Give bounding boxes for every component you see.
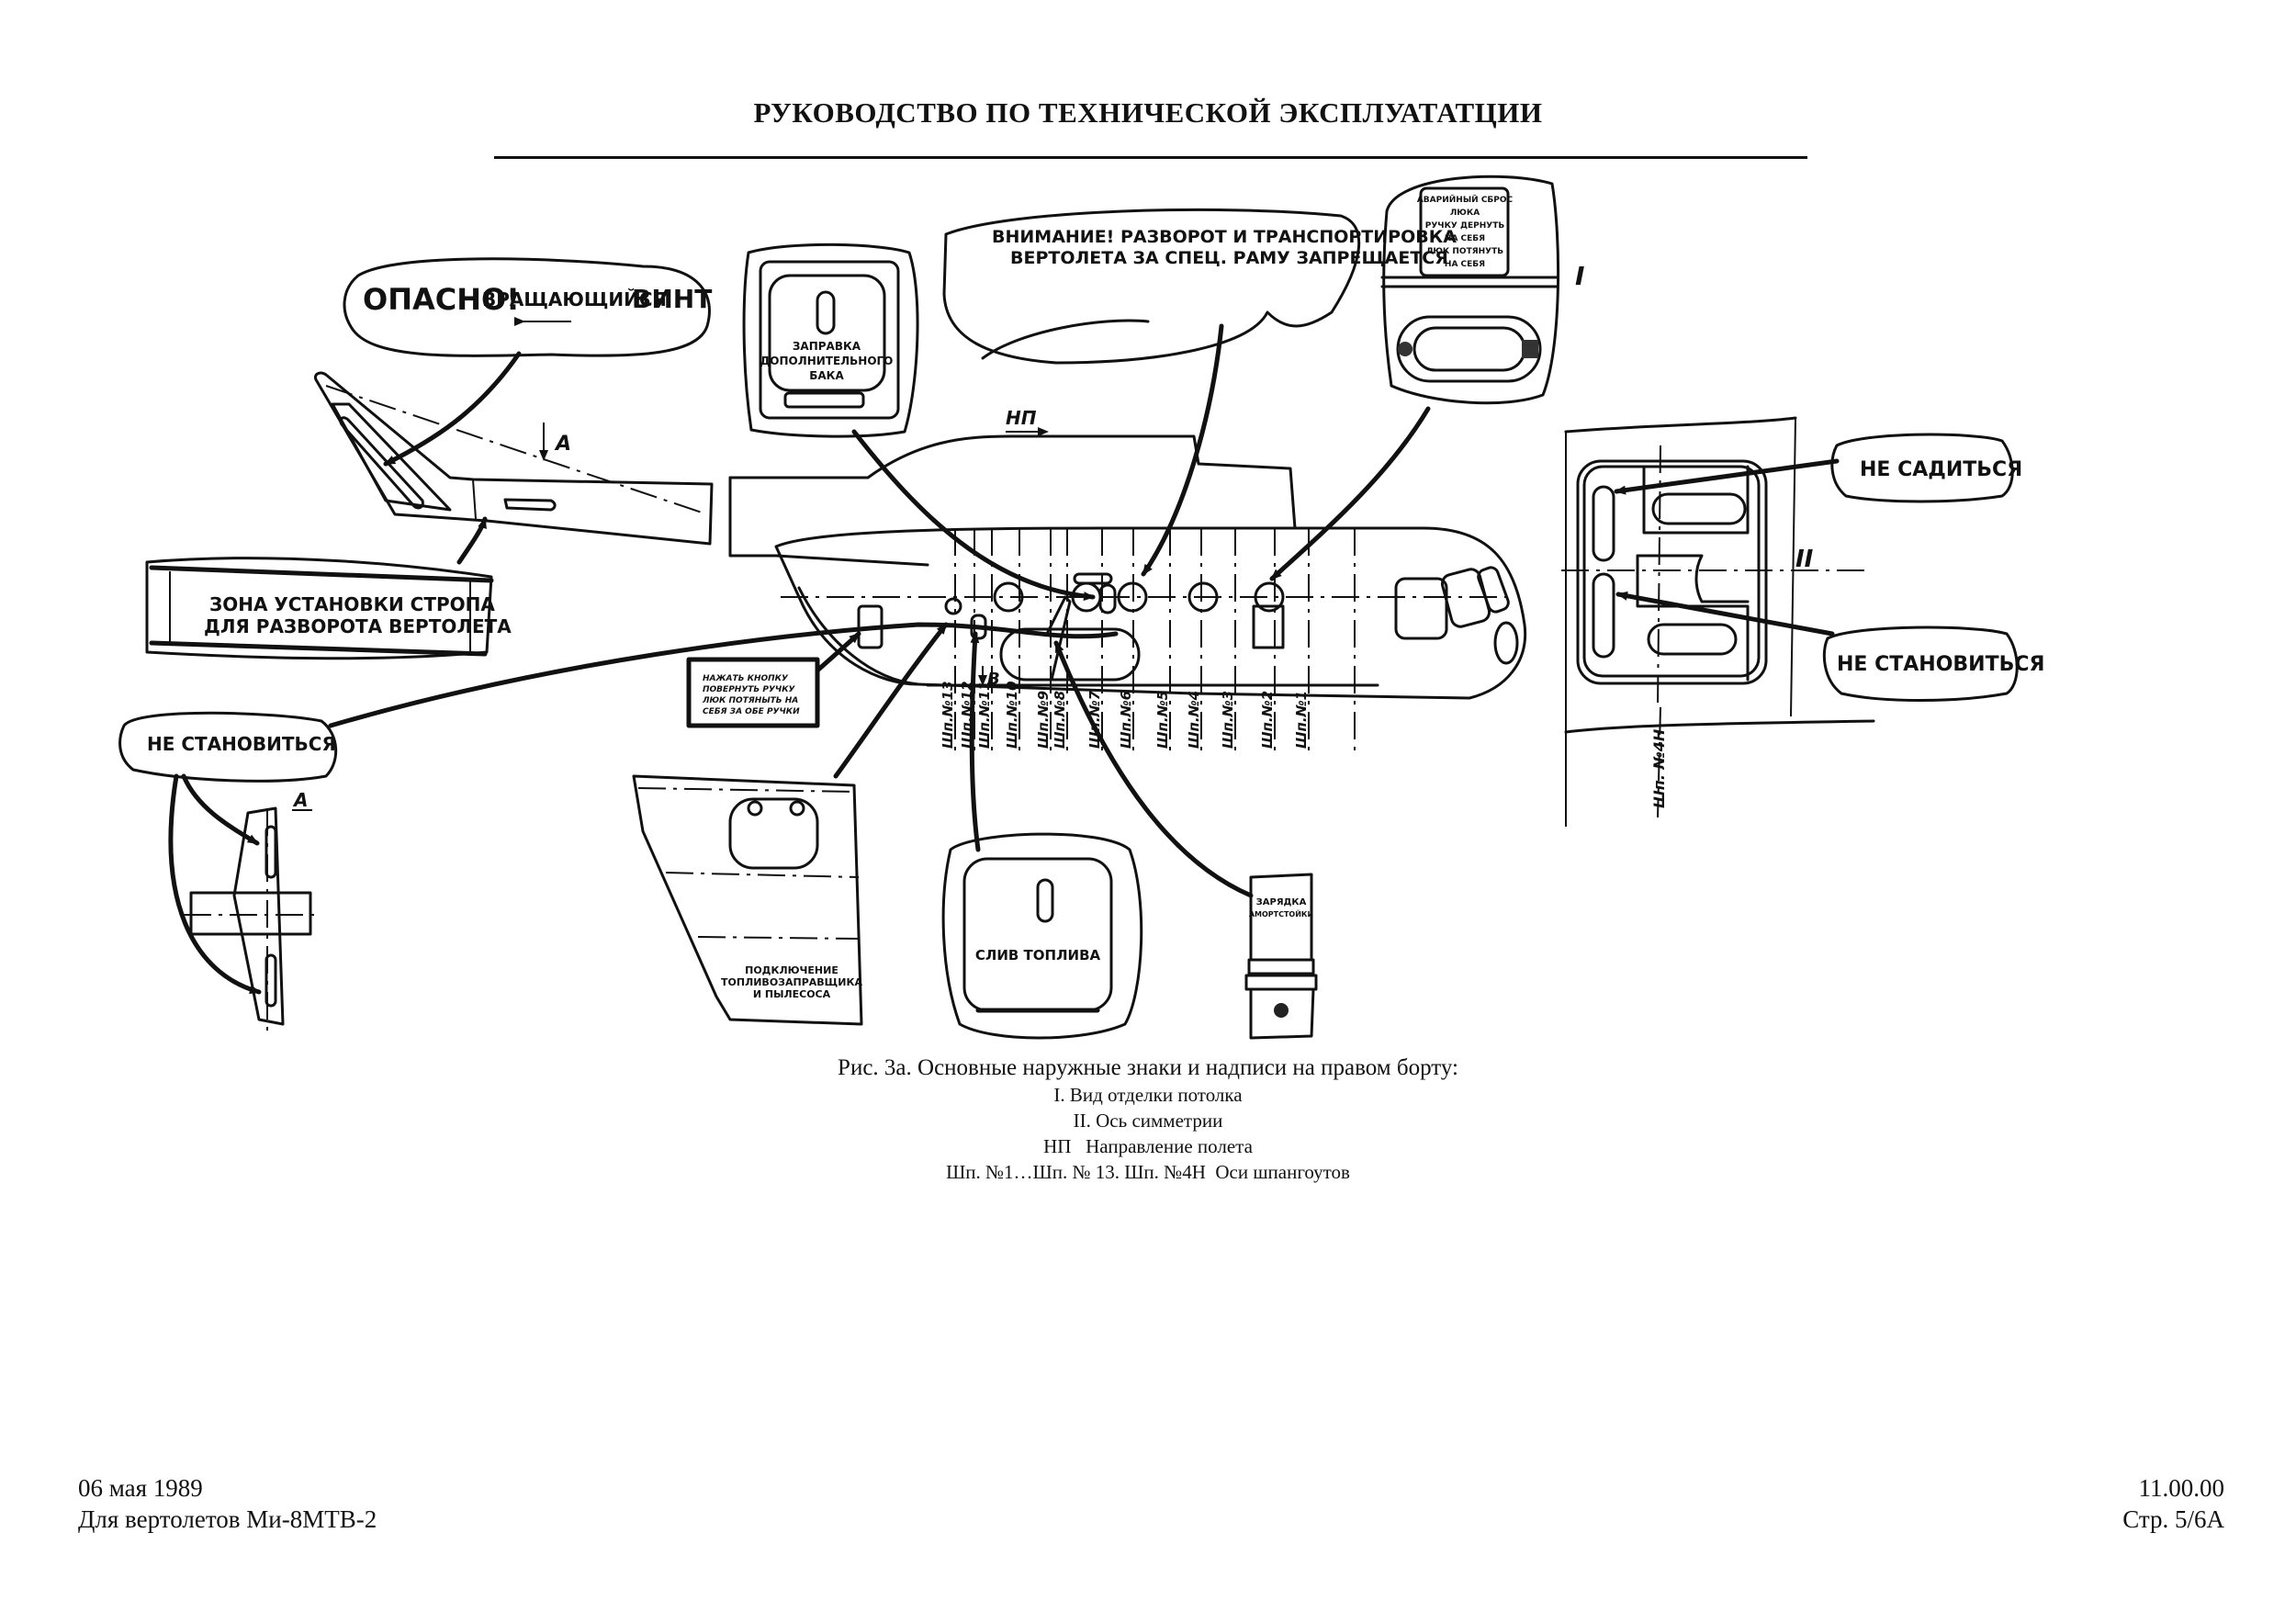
frame-label: Шп.№13 [940,681,956,749]
caption-line: I. Вид отделки потолка [1053,1084,1243,1106]
warning-line-2: ВЕРТОЛЕТА ЗА СПЕЦ. РАМУ ЗАПРЕЩАЕТСЯ [1010,248,1448,268]
frame-label: Шп.№8 [1052,691,1068,749]
leader-line [383,351,522,467]
view-a-arrow-label: A [554,433,571,456]
document-title: РУКОВОДСТВО ПО ТЕХНИЧЕСКОЙ ЭКСПЛУАТАТЦИИ [753,96,1543,129]
view-a-label: A [292,789,308,811]
sling-zone-placard: ЗОНА УСТАНОВКИ СТРОПА ДЛЯ РАЗВОРОТА ВЕРТ… [145,516,512,660]
flight-direction-marker: НП [1006,407,1049,436]
door-line-3: ЛЮК ПОТЯНЫТЬ НА [702,696,798,705]
view-b-label: B [987,670,1000,689]
sling-line-2: ДЛЯ РАЗВОРОТА ВЕРТОЛЕТА [204,615,512,637]
shock-strut-placard: ЗАРЯДКА АМОРТСТОЙКИ [1053,640,1318,1040]
frame-label: Шп.№3 [1220,691,1236,749]
frame-label: Шп.№6 [1118,691,1134,749]
fuel-connect-line-2: ТОПЛИВОЗАПРАВЩИКА [721,976,862,988]
door-line-1: НАЖАТЬ КНОПКУ [703,674,789,683]
no-step-right-placard: НЕ СТАНОВИТЬСЯ [1615,591,2044,702]
rotor-word: ВИНТ [632,284,712,314]
no-sit-label: НЕ САДИТЬСЯ [1860,458,2022,481]
leader-line [1053,640,1254,898]
danger-rotor-placard: ОПАСНО! ВРАЩАЮЩИЙСЯ ВИНТ [343,257,712,467]
latch-icon [1522,340,1538,358]
fuel-connection-placard: ПОДКЛЮЧЕНИЕ ТОПЛИВОЗАПРАВЩИКА И ПЫЛЕСОСА [632,622,949,1026]
door-line-4: СЕБЯ ЗА ОБЕ РУЧКИ [703,707,800,716]
frame-label: Шп.№9 [1035,691,1052,749]
sling-line-1: ЗОНА УСТАНОВКИ СТРОПА [209,593,495,615]
ceiling-panel-drawing: II Шп. №4Н [1561,416,1875,827]
no-sit-placard: НЕ САДИТЬСЯ [1614,433,2022,503]
caption-line: Шп. №1…Шп. № 13. Шп. №4Н Оси шпангоутов [946,1161,1350,1183]
fuel-drain-placard: СЛИВ ТОПЛИВА [941,631,1143,1040]
footer-right: 11.00.00 Стр. 5/6А [2122,1472,2224,1535]
roman-1-label: I [1575,261,1584,291]
hatch-line-1: АВАРИЙНЫЙ СБРОС [1417,194,1514,205]
footer-page: Стр. 5/6А [2122,1505,2224,1533]
aux-tank-line-2: ДОПОЛНИТЕЛЬНОГО [760,355,894,367]
hatch-line-3: РУЧКУ ДЕРНУТЬ [1425,221,1505,231]
leader-line [815,631,861,673]
warning-line-1: ВНИМАНИЕ! РАЗВОРОТ И ТРАНСПОРТИРОВКА [992,227,1457,247]
rotating-word: ВРАЩАЮЩИЙСЯ [482,288,667,310]
leader-line [969,631,981,852]
door-instruction-placard: НАЖАТЬ КНОПКУ ПОВЕРНУТЬ РУЧКУ ЛЮК ПОТЯНЫ… [686,631,861,728]
footer-model: Для вертолетов Ми-8МТВ-2 [78,1505,377,1533]
leader-line [1615,591,1835,637]
title-divider [494,156,1807,159]
danger-word: ОПАСНО! [363,282,520,317]
hatch-line-4: НА СЕБЯ [1445,234,1485,243]
figure-caption: Рис. 3а. Основные наружные знаки и надпи… [0,1054,2296,1185]
emergency-hatch-placard: АВАРИЙНЫЙ СБРОС ЛЮКА РУЧКУ ДЕРНУТЬ НА СЕ… [1269,175,1584,581]
leader-line [181,773,260,846]
flight-direction-label: НП [1006,407,1037,429]
frame-label: Шп.№1 [1293,691,1310,749]
helicopter-placards-figure: ОПАСНО! ВРАЩАЮЩИЙСЯ ВИНТ A ЗОНА УСТАНОВК… [101,165,2213,1047]
door-line-2: ПОВЕРНУТЬ РУЧКУ [703,685,796,694]
no-step-left-placard: НЕ СТАНОВИТЬСЯ A [118,711,338,1038]
leader-line [456,516,488,565]
leader-line [833,622,949,779]
aux-tank-placard: ЗАПРАВКА ДОПОЛНИТЕЛЬНОГО БАКА [742,242,919,438]
no-step-right-label: НЕ СТАНОВИТЬСЯ [1837,653,2044,676]
leader-line [1269,406,1431,581]
frame-label: Шп.№2 [1259,691,1276,749]
aux-tank-line-1: ЗАПРАВКА [793,340,861,353]
strut-line-1: ЗАРЯДКА [1256,897,1307,907]
leader-line [1141,323,1224,577]
leader-line [1614,458,1840,495]
warning-transport-placard: ВНИМАНИЕ! РАЗВОРОТ И ТРАНСПОРТИРОВКА ВЕР… [942,208,1457,577]
fuel-drain-label: СЛИВ ТОПЛИВА [975,947,1101,964]
roman-2-label: II [1795,546,1814,573]
hatch-line-6: НА СЕБЯ [1445,260,1485,269]
fuel-connect-line-3: И ПЫЛЕСОСА [753,988,831,1000]
frame-label: Шп.№4 [1186,691,1202,749]
leader-line [328,622,1119,728]
frame-label: Шп.№5 [1154,691,1171,749]
leader-line [851,429,1096,602]
frame-label: Шп.№10 [1004,681,1020,749]
valve-icon [1274,1003,1289,1018]
footer-section: 11.00.00 [2138,1474,2225,1502]
aux-tank-line-3: БАКА [809,369,844,382]
footer-date: 06 мая 1989 [78,1474,203,1502]
caption-line: НП Направление полета [1043,1135,1253,1157]
caption-line: II. Ось симметрии [1073,1110,1223,1132]
no-step-left-label: НЕ СТАНОВИТЬСЯ [147,733,336,755]
hatch-line-2: ЛЮКА [1450,209,1480,218]
tail-boom-drawing: A [313,371,714,546]
hatch-line-5: ЛЮК ПОТЯНУТЬ [1426,247,1503,256]
frame-label: Шп.№11 [976,681,993,749]
leader-line [168,773,262,995]
footer-left: 06 мая 1989 Для вертолетов Ми-8МТВ-2 [78,1472,377,1535]
strut-line-2: АМОРТСТОЙКИ [1249,908,1313,919]
fuel-connect-line-1: ПОДКЛЮЧЕНИЕ [745,964,838,976]
handle-icon [1398,342,1412,356]
caption-title: Рис. 3а. Основные наружные знаки и надпи… [838,1055,1458,1080]
